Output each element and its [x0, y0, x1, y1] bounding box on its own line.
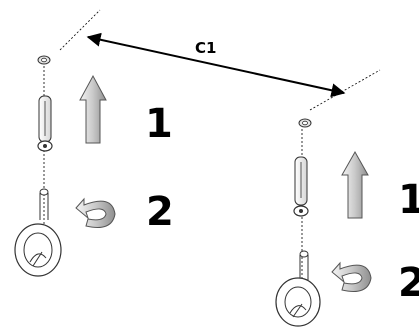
extension-line-left	[59, 9, 101, 51]
right-pin	[293, 156, 309, 217]
left-assembly: 1 2	[14, 55, 174, 277]
dimension-c1: C1	[59, 9, 381, 111]
left-pin	[37, 95, 53, 152]
left-step1-label: 1	[145, 101, 173, 147]
extension-line-right	[309, 69, 381, 111]
left-wheel-bracket	[14, 188, 62, 277]
left-rotate-arrow-icon	[75, 197, 116, 228]
right-step1-label: 1	[398, 177, 419, 223]
left-nut	[37, 55, 51, 65]
right-rotate-arrow-icon	[331, 261, 372, 292]
right-wheel-bracket	[275, 250, 321, 327]
right-up-arrow-icon	[341, 150, 369, 219]
left-up-arrow-icon	[79, 74, 107, 144]
dimension-label: C1	[195, 39, 216, 57]
right-step2-label: 2	[398, 260, 419, 306]
right-nut	[298, 118, 312, 128]
dimension-arrow	[86, 32, 346, 98]
left-step2-label: 2	[146, 189, 174, 235]
right-assembly: 1 2	[275, 118, 419, 327]
